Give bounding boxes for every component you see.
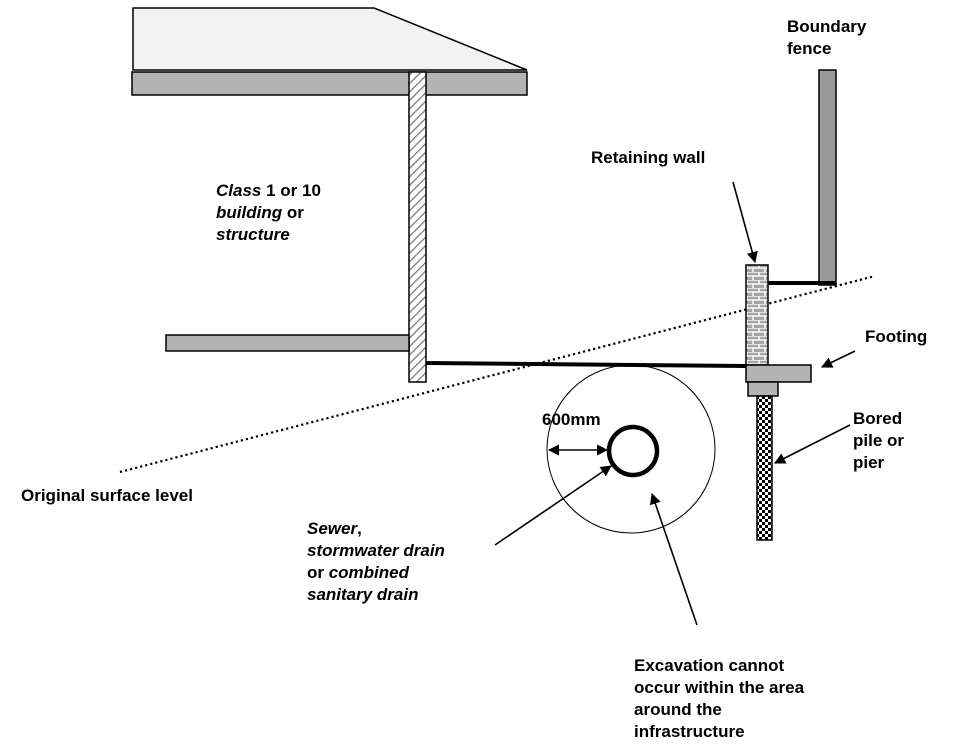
retaining-wall (745, 264, 769, 366)
pile-label: Bored pile or pier (853, 409, 905, 472)
sewer-pipe (606, 424, 660, 478)
clearance-label: 600mm (542, 410, 601, 429)
pile-leader (774, 424, 851, 464)
sewer-leader (494, 465, 612, 546)
pile-cap (747, 381, 779, 397)
excavation-label: Excavation cannot occur within the area … (634, 656, 805, 741)
footing (745, 364, 812, 383)
exclusion-zone-circle (546, 364, 716, 534)
bored-pile (756, 395, 773, 541)
ground-slab (165, 334, 410, 352)
retaining-wall-label: Retaining wall (591, 148, 706, 167)
retaining-wall-leader (732, 181, 758, 264)
surface-level-label: Original surface level (21, 486, 193, 505)
ground-line (425, 361, 747, 368)
footing-leader (820, 350, 856, 368)
boundary-fence-post (818, 69, 837, 286)
excavation-leader (649, 492, 698, 626)
upper-slab (131, 71, 528, 96)
footing-label: Footing (865, 327, 928, 346)
roof-shape (132, 7, 528, 71)
building-wall (408, 71, 427, 383)
boundary-fence-label: Boundary fence (787, 17, 867, 58)
building-label: Class 1 or 10 building or structure (216, 181, 321, 244)
sewer-label: Sewer, stormwater drain or combined sani… (307, 519, 445, 604)
